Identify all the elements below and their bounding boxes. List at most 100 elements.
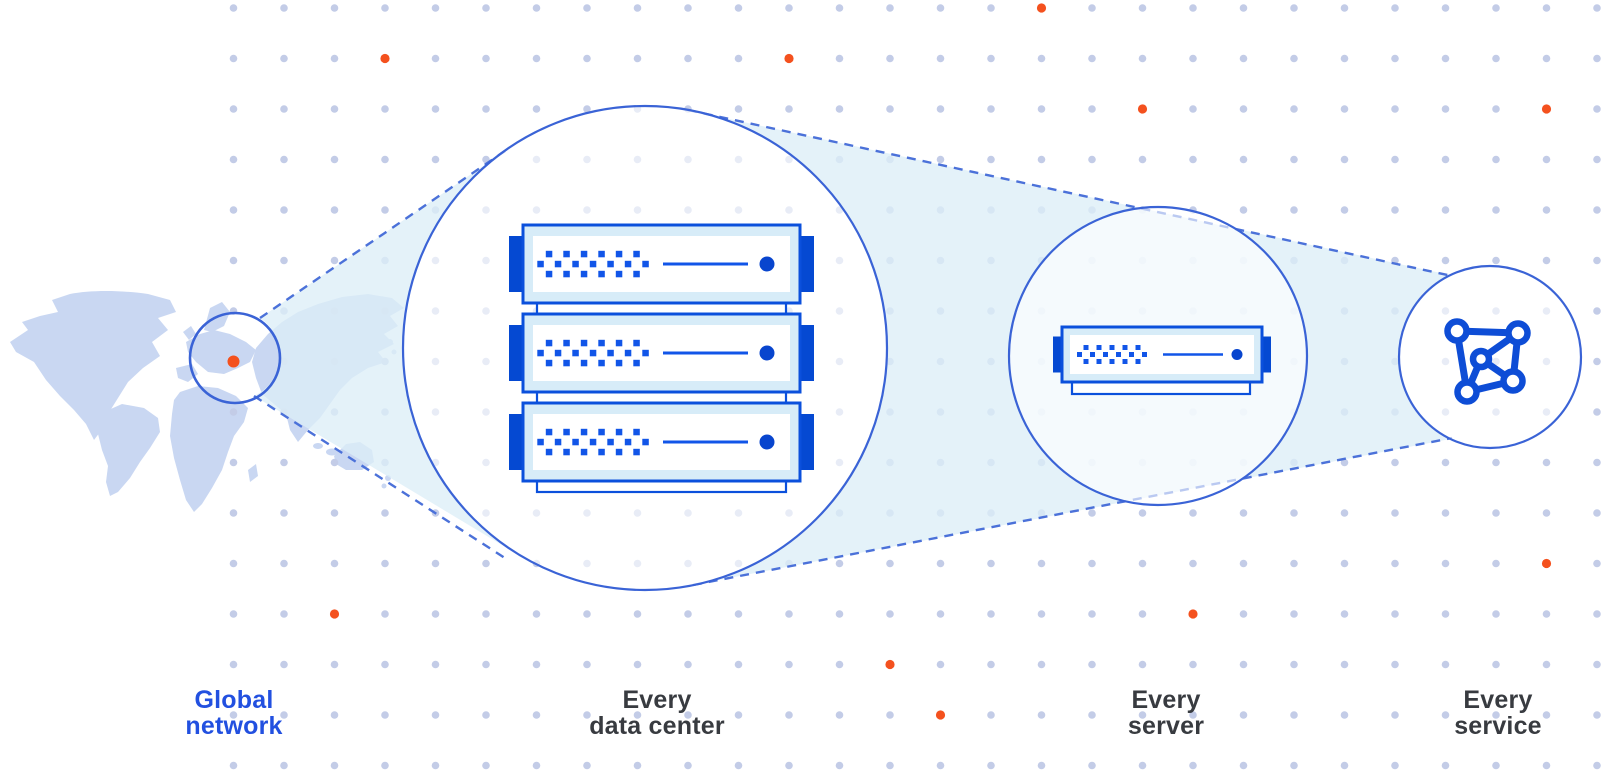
server-led [633, 339, 640, 347]
server-ear-left [1053, 336, 1063, 373]
server-led [1109, 359, 1115, 364]
server-led [633, 270, 640, 278]
grid-dot [886, 4, 894, 12]
grid-dot [1290, 105, 1298, 113]
server-led [598, 339, 605, 347]
grid-dot [1138, 711, 1147, 719]
grid-dot-orange [935, 710, 946, 720]
label-line: data center [589, 712, 725, 740]
grid-dot [1542, 155, 1551, 164]
label-global-network: Global network [185, 687, 282, 739]
grid-dot [1492, 711, 1500, 719]
grid-dot [1542, 458, 1551, 467]
server-led [537, 349, 544, 357]
grid-dot [229, 610, 238, 618]
grid-dot [785, 610, 793, 618]
server-led [572, 438, 579, 446]
grid-dot [280, 206, 288, 214]
grid-dot [1239, 509, 1248, 517]
grid-dot [1340, 105, 1349, 113]
grid-dot-orange [784, 53, 794, 64]
server-led [1142, 352, 1147, 357]
grid-dot [1189, 761, 1197, 770]
grid-dot [482, 610, 490, 618]
label-line: Every [622, 686, 692, 714]
grid-dot [886, 559, 894, 568]
grid-dot [734, 4, 743, 12]
grid-dot [532, 105, 541, 113]
grid-dot [1593, 307, 1601, 315]
grid-dot [229, 660, 238, 669]
grid-dot [633, 4, 642, 12]
grid-dot-orange [885, 659, 895, 670]
server-led [1129, 352, 1134, 357]
server-ear-left [509, 325, 524, 381]
grid-dot [1593, 559, 1601, 568]
label-every-server: Every server [1128, 687, 1204, 739]
location-dot-icon [227, 355, 240, 368]
server-led [563, 250, 570, 258]
grid-dot [1189, 660, 1197, 669]
grid-dot [936, 660, 945, 669]
grid-dot [1492, 660, 1500, 669]
grid-dot [684, 761, 692, 770]
grid-dot [1239, 711, 1248, 719]
server-led [563, 448, 570, 456]
server-tray [535, 390, 788, 405]
grid-dot [1239, 660, 1248, 669]
grid-dot [1542, 4, 1551, 12]
grid-dot [1088, 509, 1096, 517]
server-led [1122, 345, 1128, 350]
server-led [545, 359, 553, 367]
grid-dot [482, 105, 490, 113]
grid-dot [229, 256, 238, 265]
server-ear-left [509, 236, 524, 292]
grid-dot [785, 711, 793, 719]
grid-dot [785, 4, 793, 12]
grid-dot [229, 509, 238, 517]
server-led [580, 339, 588, 347]
grid-dot [431, 761, 440, 770]
grid-dot [1189, 155, 1197, 164]
grid-dot [1593, 4, 1601, 12]
grid-dot [532, 610, 541, 618]
grid-dot [381, 761, 389, 770]
grid-dot [1088, 761, 1096, 770]
server-led [1103, 352, 1108, 357]
server-faceplate [533, 325, 790, 381]
grid-dot [1239, 559, 1248, 568]
grid-dot [936, 4, 945, 12]
grid-dot [1290, 559, 1298, 568]
grid-dot [987, 155, 995, 164]
grid-dot [229, 155, 238, 164]
dash-lower-right [692, 436, 1453, 587]
grid-dot [987, 610, 995, 618]
grid-dot [1088, 54, 1096, 63]
server-led [615, 339, 623, 347]
server-led [633, 448, 640, 456]
grid-dot-orange [1541, 104, 1552, 114]
grid-dot [734, 660, 743, 669]
grid-dot [280, 155, 288, 164]
grid-dot [381, 559, 389, 568]
grid-dot [330, 761, 339, 770]
label-line: server [1127, 712, 1205, 740]
grid-dot [482, 4, 490, 12]
grid-dot [1441, 155, 1450, 164]
server-led [1077, 352, 1082, 357]
grid-dot [1492, 509, 1500, 517]
grid-dot [734, 610, 743, 618]
grid-dot [1492, 458, 1500, 467]
grid-dot [886, 761, 894, 770]
grid-dot [229, 458, 238, 467]
grid-dot [1593, 256, 1601, 265]
grid-dot [1492, 206, 1500, 214]
grid-dot [987, 54, 995, 63]
server-stack-icon [509, 223, 814, 494]
server-led [642, 349, 649, 357]
grid-dot [785, 660, 793, 669]
grid-dot [1492, 256, 1500, 265]
grid-dot [1138, 54, 1147, 63]
grid-dot [1441, 458, 1450, 467]
grid-dot [1138, 761, 1147, 770]
